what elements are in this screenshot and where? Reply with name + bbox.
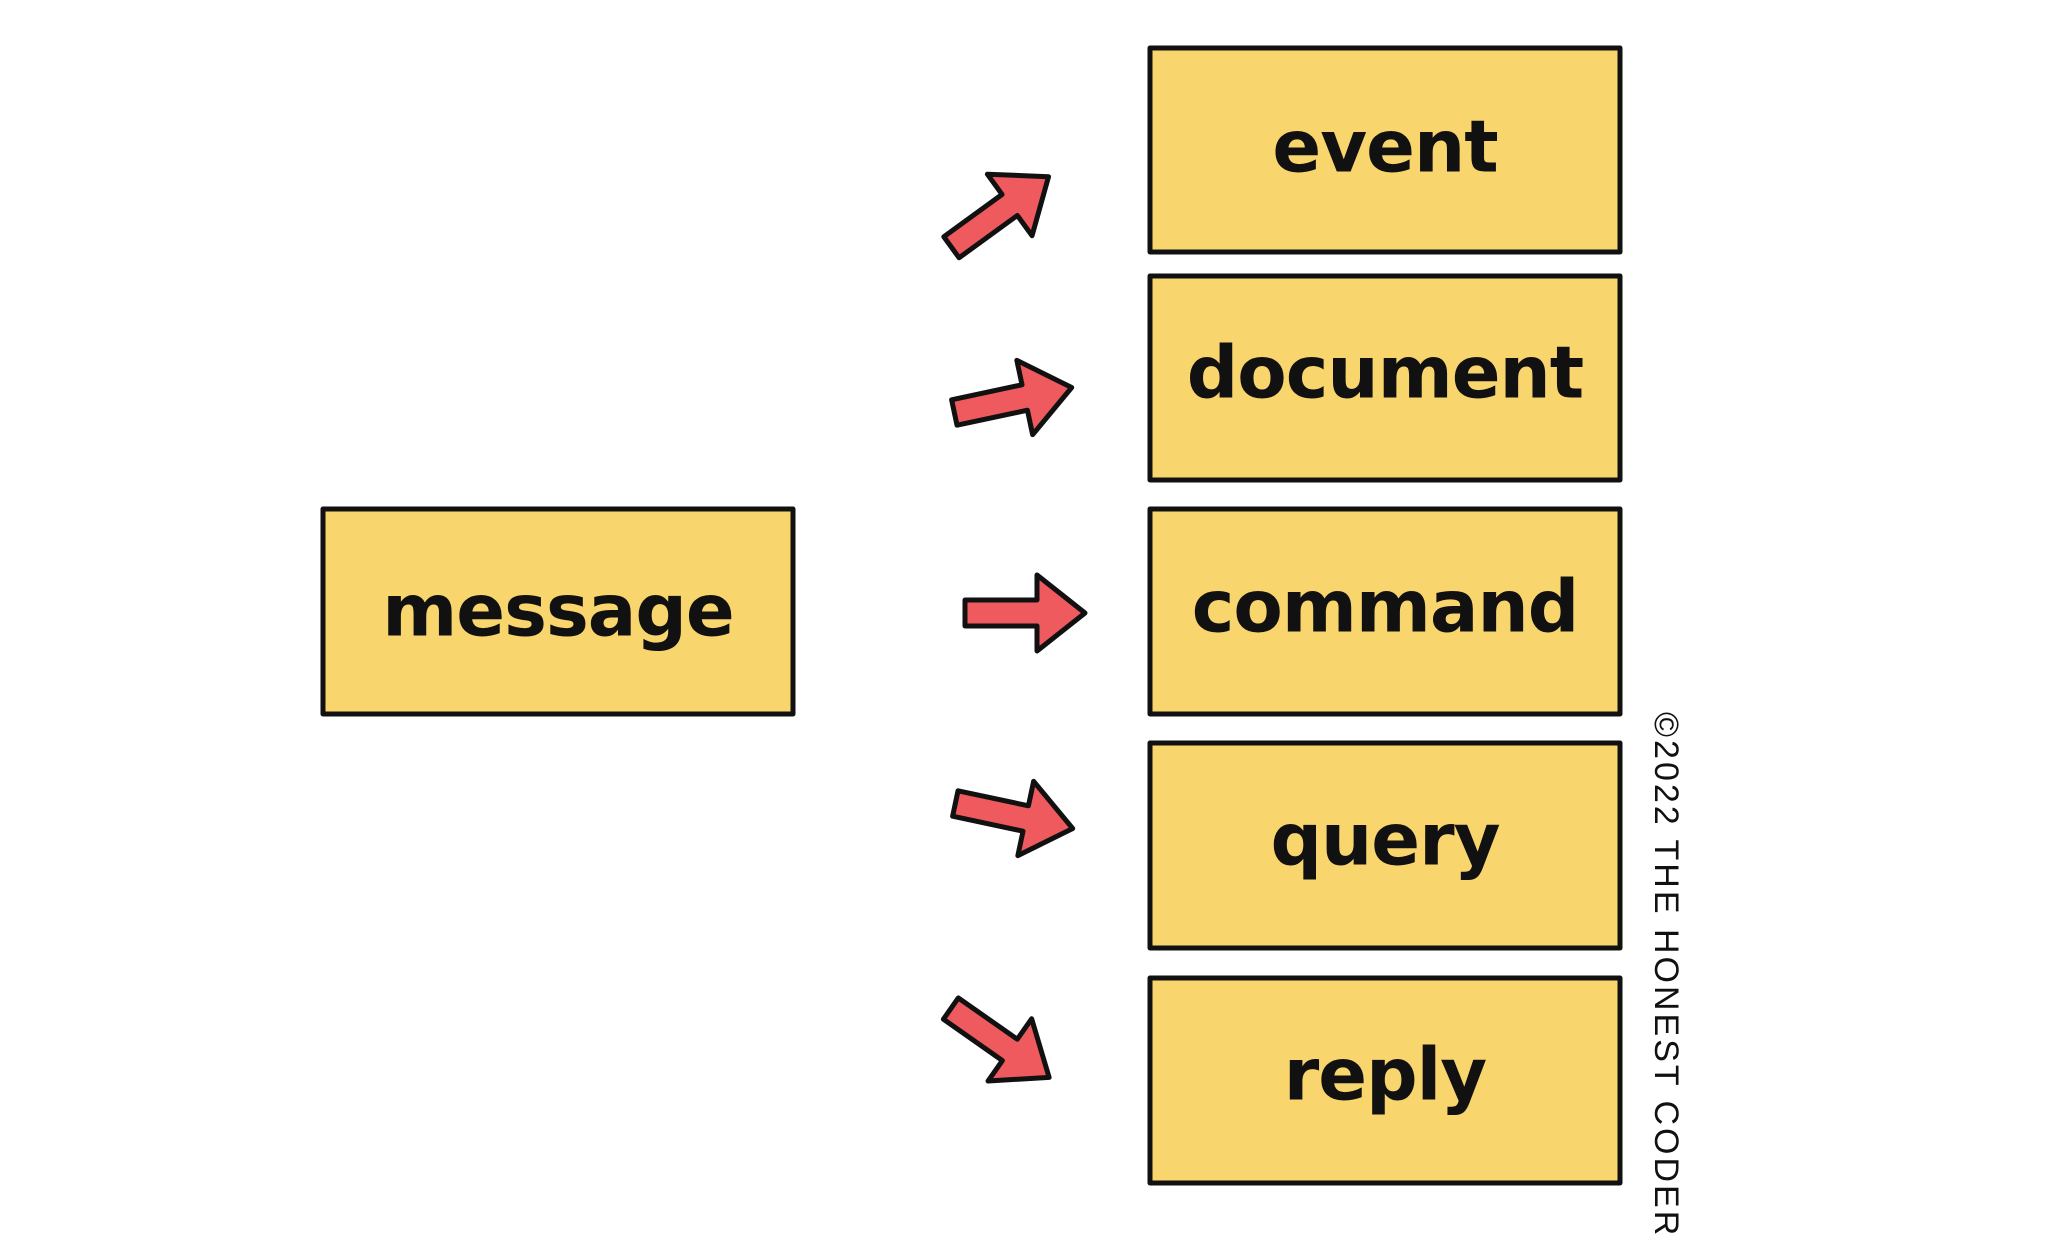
message-box-label: message (382, 569, 734, 653)
event-box-label: event (1272, 105, 1497, 189)
message-box: message (320, 506, 796, 717)
arrow-to-reply (929, 977, 1071, 1108)
copyright-notice: ©2022 THE HONEST CODER (1647, 712, 1685, 1238)
reply-box-label: reply (1284, 1033, 1487, 1117)
query-box-label: query (1270, 798, 1499, 882)
arrow-to-event (929, 146, 1071, 278)
document-box-label: document (1187, 331, 1583, 415)
reply-box: reply (1147, 975, 1623, 1186)
arrow-to-query (947, 766, 1080, 865)
query-box: query (1147, 740, 1623, 951)
document-box: document (1147, 273, 1623, 483)
event-box: event (1147, 45, 1623, 255)
arrow-to-document (946, 350, 1079, 449)
command-box-label: command (1192, 565, 1579, 649)
command-box: command (1147, 506, 1623, 717)
arrow-to-command (965, 575, 1085, 651)
